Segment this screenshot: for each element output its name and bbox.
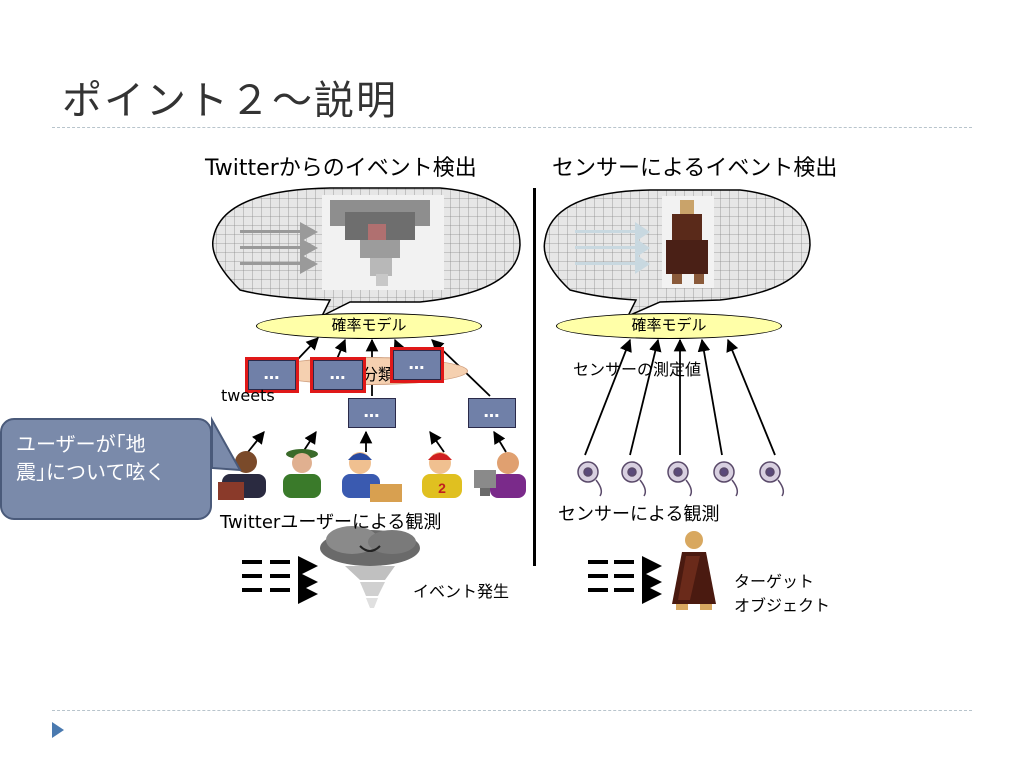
classifier-label: 分類 xyxy=(362,365,395,384)
callout-line-2: 震｣について呟く xyxy=(16,460,166,484)
tweet-icon-highlighted-1: … xyxy=(245,357,299,393)
monk-pixelated-image xyxy=(662,196,714,288)
webcam-icon-5 xyxy=(759,461,785,497)
title-separator xyxy=(52,127,972,128)
user-icon-4: 2 xyxy=(422,452,462,498)
right-model-oval: 確率モデル xyxy=(556,313,782,339)
tweet-icon-5: … xyxy=(468,398,516,428)
right-thought-bubble xyxy=(543,189,811,318)
sensor-webcams xyxy=(577,461,785,497)
right-arrows-to-model xyxy=(584,338,776,456)
webcam-icon-1 xyxy=(577,461,603,497)
callout-line-1: ユーザーが｢地 xyxy=(16,432,146,456)
footer-separator xyxy=(52,710,972,711)
left-model-oval: 確率モデル xyxy=(256,313,482,339)
user-icon-1 xyxy=(218,451,266,500)
right-event-arrow xyxy=(588,556,662,604)
next-slide-icon[interactable] xyxy=(52,722,64,738)
callout-pointer xyxy=(211,416,242,472)
right-heading: センサーによるイベント検出 xyxy=(552,156,838,181)
slide-title: ポイント２～説明 xyxy=(62,78,398,124)
right-bubble-arrows xyxy=(575,222,650,274)
target-label-line-1: ターゲット xyxy=(734,572,815,591)
monk-target-icon xyxy=(672,531,716,610)
tweet-icon-highlighted-3: … xyxy=(390,347,444,383)
tweet-icon-4: … xyxy=(348,398,396,428)
tweets-label: tweets xyxy=(221,386,275,405)
webcam-icon-3 xyxy=(667,461,693,497)
left-bubble-arrows xyxy=(240,222,318,274)
event-occurrence-label: イベント発生 xyxy=(413,582,510,601)
user-icon-2 xyxy=(283,449,321,498)
sensor-value-label: センサーの測定値 xyxy=(573,360,702,379)
tornado-icon xyxy=(320,526,420,608)
webcam-icon-2 xyxy=(621,461,647,497)
svg-text:2: 2 xyxy=(438,480,446,496)
column-divider xyxy=(533,188,536,566)
user-icon-5 xyxy=(474,452,526,498)
twitter-observation-label: Twitterユーザーによる観測 xyxy=(220,512,442,533)
tweet-icon-highlighted-2: … xyxy=(310,357,366,393)
left-event-arrow xyxy=(242,556,318,604)
twitter-users: 2 xyxy=(218,449,526,502)
left-arrows-from-users xyxy=(247,430,507,453)
target-label-line-2: オブジェクト xyxy=(734,596,831,615)
sensor-observation-label: センサーによる観測 xyxy=(558,504,720,525)
user-tweet-callout: ユーザーが｢地 震｣について呟く xyxy=(0,418,212,520)
webcam-icon-4 xyxy=(713,461,739,497)
user-icon-3 xyxy=(342,452,402,502)
left-heading: Twitterからのイベント検出 xyxy=(205,156,477,181)
left-thought-bubble xyxy=(212,187,521,318)
tornado-pixelated-image xyxy=(322,195,444,290)
